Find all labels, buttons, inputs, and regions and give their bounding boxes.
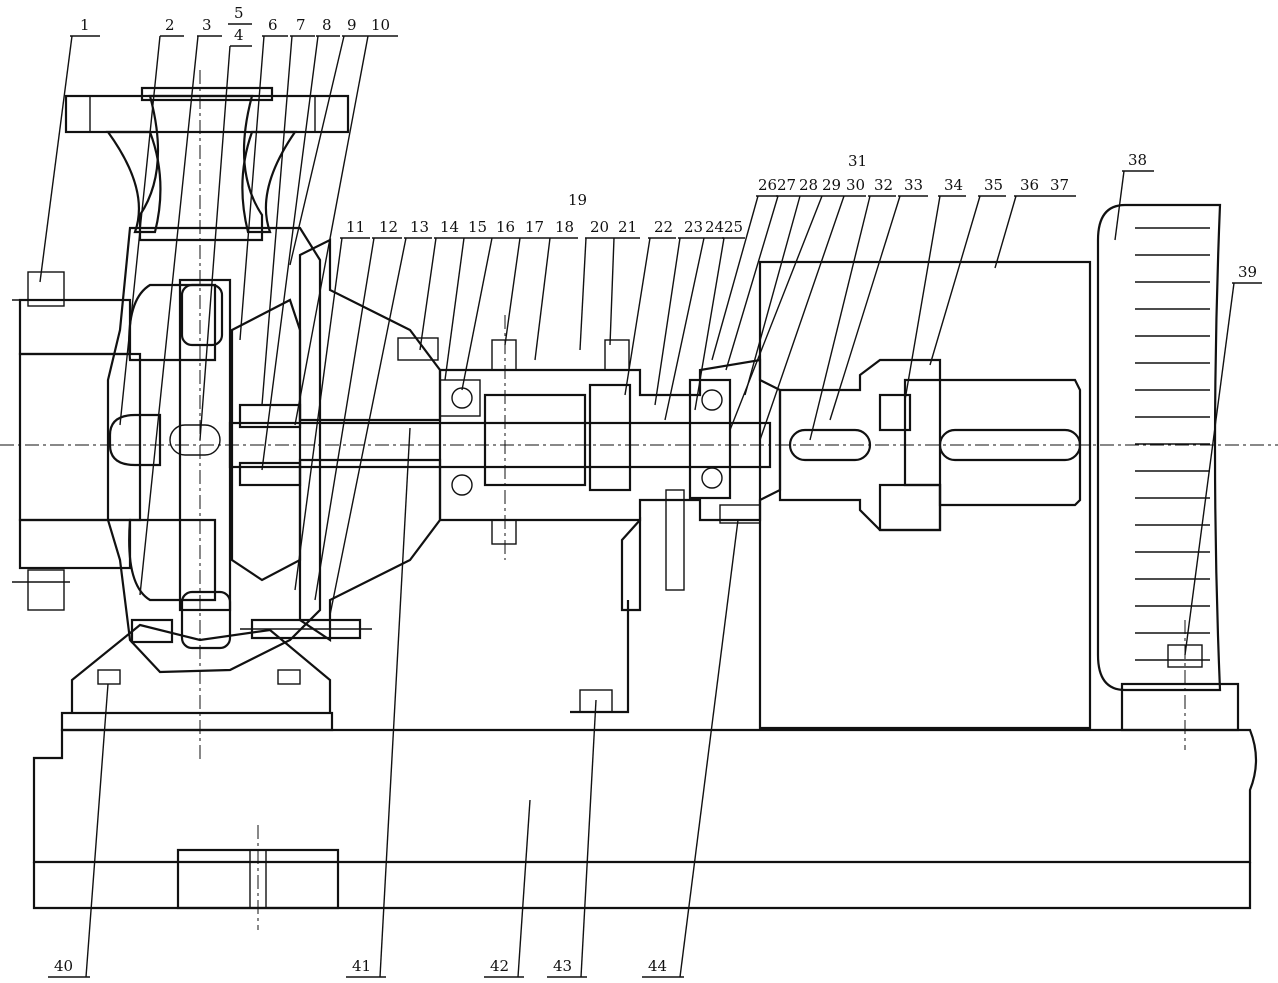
callout-38: 38 (1114, 151, 1154, 241)
callout-20: 20 (579, 218, 612, 351)
callout-7: 7 (261, 16, 315, 406)
callout-23: 23 (654, 218, 703, 406)
svg-text:39: 39 (1238, 263, 1257, 281)
callout-5: 5 (234, 4, 244, 22)
svg-text:19: 19 (568, 191, 587, 209)
svg-text:20: 20 (590, 218, 609, 236)
callout-31: 31 (848, 152, 867, 170)
callout-34: 34 (904, 176, 966, 401)
svg-text:38: 38 (1128, 151, 1147, 169)
svg-text:27: 27 (777, 176, 796, 194)
svg-text:5: 5 (234, 4, 244, 22)
svg-text:25: 25 (724, 218, 743, 236)
callout-13: 13 (329, 218, 432, 616)
callout-18: 18 (534, 218, 578, 361)
callouts-top: 1 2 3 5 4 6 7 8 9 10 11 12 13 14 15 16 1… (39, 4, 1262, 656)
svg-text:13: 13 (410, 218, 429, 236)
callout-9: 9 (289, 16, 366, 266)
callout-30: 30 (759, 176, 866, 441)
svg-text:18: 18 (555, 218, 574, 236)
svg-text:1: 1 (80, 16, 90, 34)
callouts-bottom: 40 41 42 43 44 (48, 427, 739, 978)
callout-1: 1 (39, 16, 100, 283)
svg-text:36: 36 (1020, 176, 1039, 194)
callout-25: 25 (694, 218, 745, 411)
callout-29: 29 (729, 176, 842, 431)
base-plate (32, 728, 1258, 930)
callout-17: 17 (504, 218, 548, 346)
svg-text:11: 11 (346, 218, 365, 236)
svg-text:41: 41 (352, 957, 371, 975)
callout-15: 15 (444, 218, 490, 381)
callout-24: 24 (664, 218, 724, 421)
svg-text:16: 16 (496, 218, 515, 236)
svg-text:22: 22 (654, 218, 673, 236)
svg-text:43: 43 (553, 957, 572, 975)
callout-14: 14 (419, 218, 462, 351)
callout-27: 27 (725, 176, 798, 371)
shaft (0, 70, 1278, 760)
pump-support (60, 623, 334, 732)
callout-32: 32 (809, 176, 896, 441)
callout-39: 39 (1184, 263, 1262, 656)
svg-text:7: 7 (296, 16, 306, 34)
callout-10: 10 (294, 16, 398, 426)
svg-text:37: 37 (1050, 176, 1069, 194)
svg-text:34: 34 (944, 176, 963, 194)
svg-text:33: 33 (904, 176, 923, 194)
svg-text:14: 14 (440, 218, 459, 236)
svg-text:28: 28 (799, 176, 818, 194)
callout-37: 37 (1044, 176, 1076, 197)
svg-text:23: 23 (684, 218, 703, 236)
callout-40: 40 (48, 683, 109, 978)
motor (1096, 203, 1240, 750)
callout-44: 44 (642, 519, 739, 978)
svg-text:9: 9 (347, 16, 357, 34)
svg-text:42: 42 (490, 957, 509, 975)
callout-26: 26 (711, 176, 778, 361)
svg-text:6: 6 (268, 16, 278, 34)
svg-text:30: 30 (846, 176, 865, 194)
callout-6: 6 (239, 16, 288, 341)
svg-text:15: 15 (468, 218, 487, 236)
callout-11: 11 (294, 218, 370, 591)
svg-text:17: 17 (525, 218, 544, 236)
callout-43: 43 (547, 699, 597, 978)
callout-8: 8 (261, 16, 340, 471)
callout-22: 22 (624, 218, 676, 396)
svg-text:8: 8 (322, 16, 332, 34)
svg-text:29: 29 (822, 176, 841, 194)
svg-text:40: 40 (54, 957, 73, 975)
svg-text:35: 35 (984, 176, 1003, 194)
svg-text:12: 12 (379, 218, 398, 236)
svg-text:44: 44 (648, 957, 667, 975)
svg-text:2: 2 (165, 16, 175, 34)
callout-35: 35 (929, 176, 1006, 366)
coupling (778, 358, 1082, 532)
svg-text:24: 24 (705, 218, 724, 236)
callout-4: 4 (199, 23, 252, 441)
callout-2: 2 (119, 16, 184, 426)
callout-12: 12 (314, 218, 402, 601)
callout-3: 3 (139, 16, 222, 596)
callout-19: 19 (568, 191, 587, 209)
svg-text:4: 4 (234, 26, 244, 44)
svg-text:31: 31 (848, 152, 867, 170)
callout-41: 41 (346, 427, 411, 978)
callout-16: 16 (461, 218, 518, 391)
svg-text:26: 26 (758, 176, 777, 194)
callout-21: 21 (609, 218, 640, 346)
callout-33: 33 (829, 176, 928, 421)
svg-text:3: 3 (202, 16, 212, 34)
svg-text:10: 10 (371, 16, 390, 34)
coupling-guard (758, 260, 1092, 730)
callout-42: 42 (484, 799, 531, 978)
svg-text:21: 21 (618, 218, 637, 236)
svg-text:32: 32 (874, 176, 893, 194)
callout-36: 36 (994, 176, 1044, 269)
callout-28: 28 (744, 176, 820, 396)
